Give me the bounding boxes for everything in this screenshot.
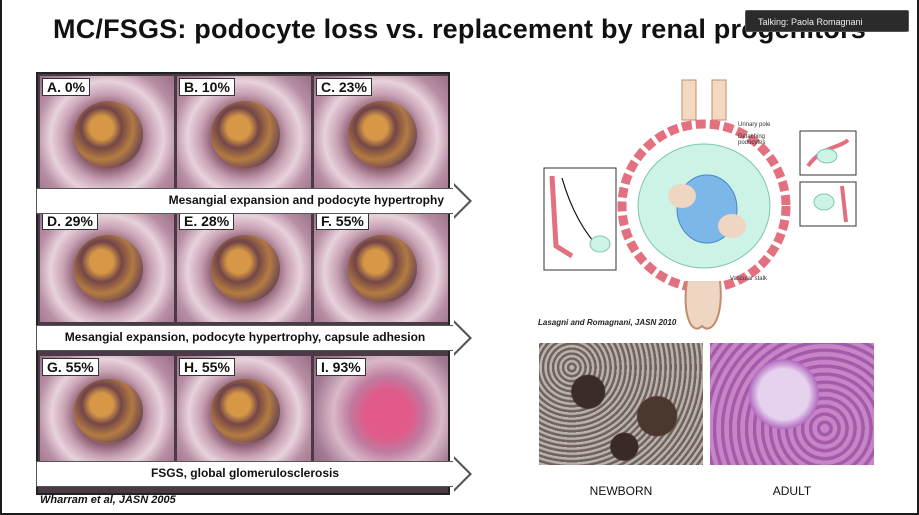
- micrograph-label: C. 23%: [316, 78, 372, 96]
- banner-text: Mesangial expansion, podocyte hypertroph…: [64, 330, 426, 344]
- diagram-label: Urinary pole: [738, 122, 771, 128]
- glomerulus-diagram: Urinary pole Detaching podocytes Vascula…: [542, 76, 880, 336]
- micrograph-label: F. 55%: [316, 212, 369, 230]
- photo-caption-newborn: NEWBORN: [589, 484, 653, 498]
- micrograph-tile: E. 28%: [177, 210, 311, 322]
- photo-caption-adult: ADULT: [772, 484, 812, 498]
- diagram-label: Vascular stalk: [730, 276, 767, 282]
- banner-arrow: Mesangial expansion, podocyte hypertroph…: [36, 320, 472, 356]
- micrograph-tile: C. 23%: [314, 76, 448, 188]
- banner-arrow: FSGS, global glomerulosclerosis: [36, 456, 472, 492]
- micrograph-label: H. 55%: [179, 358, 235, 376]
- banner-arrow: Mesangial expansion and podocyte hypertr…: [36, 183, 472, 219]
- glomerulus-illustration: [543, 79, 857, 330]
- micrograph-label: B. 10%: [179, 78, 235, 96]
- micrograph-label: G. 55%: [42, 358, 99, 376]
- micrograph-grid: A. 0% B. 10% C. 23% D. 29% E. 28% F. 55%…: [36, 72, 450, 495]
- diagram-label: Detaching podocytes: [738, 134, 766, 146]
- micrograph-tile: I. 93%: [314, 356, 448, 462]
- micrograph-tile: D. 29%: [40, 210, 174, 322]
- micrograph-label: I. 93%: [316, 358, 366, 376]
- citation-left: Wharram et al, JASN 2005: [40, 494, 176, 506]
- micrograph-label: A. 0%: [42, 78, 91, 96]
- slide-title: MC/FSGS: podocyte loss vs. replacement b…: [53, 14, 866, 44]
- newborn-micrograph: [539, 343, 703, 465]
- micrograph-tile: A. 0%: [40, 76, 174, 188]
- micrograph-label: E. 28%: [179, 212, 235, 230]
- citation-right: Lasagni and Romagnani, JASN 2010: [538, 318, 677, 327]
- banner-text: FSGS, global glomerulosclerosis: [150, 466, 340, 480]
- banner-text: Mesangial expansion and podocyte hypertr…: [168, 193, 444, 207]
- micrograph-tile: G. 55%: [40, 356, 174, 462]
- micrograph-tile: B. 10%: [177, 76, 311, 188]
- micrograph-tile: H. 55%: [177, 356, 311, 462]
- adult-micrograph: [710, 343, 874, 465]
- micrograph-tile: F. 55%: [314, 210, 448, 322]
- speaker-indicator: Talking: Paola Romagnani: [745, 10, 909, 32]
- micrograph-label: D. 29%: [42, 212, 98, 230]
